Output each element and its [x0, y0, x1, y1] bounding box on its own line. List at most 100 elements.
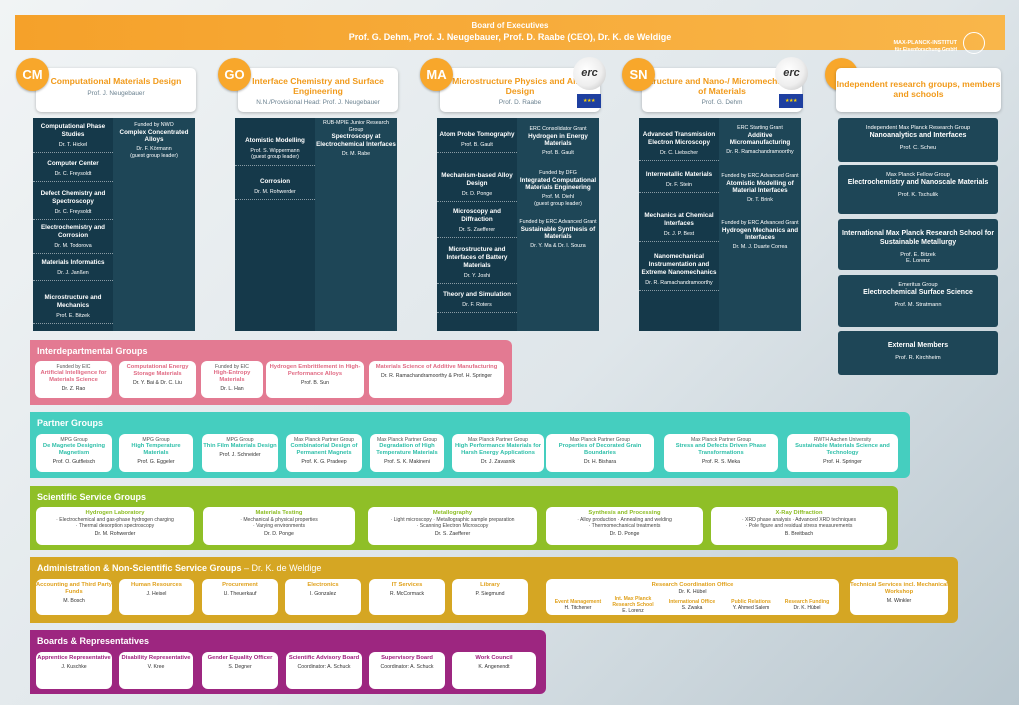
card-person: Dr. M. Rohwerder: [94, 531, 136, 538]
green-card: Hydrogen Laboratory· Electrochemical and…: [36, 507, 194, 545]
green-card: Materials Testing· Mechanical & physical…: [203, 507, 355, 545]
group-person: Dr. D. Ponge: [461, 190, 493, 197]
card-title: X-Ray Diffraction: [775, 510, 823, 516]
admin-title: Administration & Non-Scientific Service …: [37, 563, 321, 573]
dept-head-person: N.N./Provisional Head: Prof. J. Neugebau…: [256, 99, 380, 107]
card-person: Prof. O. Gutfleisch: [52, 459, 96, 466]
group-person: Dr. C. Liebscher: [660, 149, 698, 156]
card-person: M. Winkler: [886, 598, 912, 605]
group-person: Prof. B. Gault: [461, 141, 493, 148]
group-separator: [437, 201, 517, 203]
group-title: Hydrogen Mechanics and Interfaces: [721, 226, 799, 242]
logo-name: MAX-PLANCK-INSTITUT: [893, 40, 957, 46]
card-person: Dr. D. Ponge: [264, 531, 294, 538]
purp-card: Disability Representative V. Kree: [119, 652, 193, 689]
card-person: Dr. Y. Bai & Dr. C. Liu: [132, 380, 183, 387]
card-line: · Thermal desorption spectroscopy: [75, 523, 155, 530]
card-title: Human Resources: [131, 582, 182, 588]
card-title: Computational Energy Storage Materials: [126, 364, 189, 378]
card-person: M. Bosch: [63, 598, 85, 605]
card-person: U. Theuerkauf: [223, 591, 257, 598]
group-person: Dr. C. Freysoldt: [54, 170, 92, 177]
dept-badge-cm: CM: [16, 58, 49, 91]
card-person: J. Kuschke: [61, 664, 87, 671]
independent-box-pre: Emeritus Group: [898, 282, 938, 288]
group-title: Computer Center: [47, 160, 99, 167]
card-person: V. Kree: [147, 664, 165, 671]
group-title: Sustainable Synthesis of Materials: [520, 225, 596, 241]
group-person: Dr. F. Stein: [666, 181, 692, 188]
dept-column-left-cm: [33, 118, 113, 331]
rc-sub-person: Dr. K. Hübel: [793, 605, 821, 612]
gold-card: Technical Services incl. Mechanical Work…: [850, 579, 948, 615]
card-title: Disability Representative: [121, 655, 191, 661]
card-title: Supervisory Board: [381, 655, 433, 661]
independent-box-title: Electrochemistry and Nanoscale Materials: [847, 178, 989, 186]
group-person: Prof. B. Gault: [542, 150, 574, 157]
rc-sub-person: S. Zwaka: [681, 605, 703, 612]
gold-card: Human Resources J. Heisel: [119, 579, 194, 615]
group-title: Materials Informatics: [41, 259, 105, 266]
card-pre: Max Planck Partner Group: [467, 437, 529, 443]
board-of-executives-banner: Board of Executives Prof. G. Dehm, Prof.…: [15, 15, 1005, 54]
dept-column-sn: [639, 118, 801, 331]
card-title: De Magnete Designing Magnetism: [42, 443, 106, 457]
group-title: Nanomechanical Instrumentation and Extre…: [641, 253, 717, 276]
group-funding: ERC Consolidator Grant: [529, 126, 587, 132]
group-separator: [33, 323, 113, 325]
group-title: Defect Chemistry and Spectroscopy: [40, 190, 106, 205]
independent-box-person: Prof. C. Scheu: [899, 144, 937, 151]
group-title: Advanced Transmission Electron Microscop…: [642, 131, 716, 146]
group-person: Dr. R. Ramachandramoorthy: [726, 149, 794, 156]
group-title: Computational Phase Studies: [40, 123, 106, 138]
card-title: High Temperature Materials: [131, 443, 181, 457]
card-title: Stress and Defects Driven Phase Transfor…: [675, 443, 767, 457]
rc-sub-title: Public Relations: [731, 599, 771, 605]
group-funding: Funded by NWO: [134, 122, 174, 128]
group-person: Prof. S. Wippermann: [250, 147, 300, 154]
card-person: J. Heisel: [146, 591, 167, 598]
group-note: (guest group leader): [534, 200, 582, 207]
card-pre: Max Planck Partner Group: [293, 437, 355, 443]
group-title: Microstructure and Interfaces of Battery…: [446, 246, 508, 269]
card-pre: MPG Group: [142, 437, 170, 443]
card-title: Sustainable Materials Science and Techno…: [795, 443, 890, 457]
group-title: Theory and Simulation: [443, 291, 511, 298]
card-person: I. Gonzalez: [309, 591, 337, 598]
independent-box-person2: E. Lorenz: [906, 258, 930, 265]
group-title: Additive Micromanufacturing: [729, 131, 791, 147]
card-person: Dr. D. Ponge: [609, 531, 640, 538]
independent-box-title: Electrochemical Surface Science: [863, 288, 973, 296]
group-title: Integrated Computational Materials Engin…: [519, 176, 597, 192]
group-separator: [235, 199, 315, 201]
card-title: High Performance Materials for Harsh Ene…: [454, 443, 541, 457]
card-title: Artificial Intelligence for Materials Sc…: [40, 370, 107, 384]
rc-sub-title: International Office: [668, 599, 716, 605]
group-funding: Funded by ERC Advanced Grant: [519, 219, 597, 225]
rc-sub-title: Event Management: [554, 599, 602, 605]
rc-sub-person: H. Titchener: [564, 605, 592, 612]
independent-box: International Max Planck Research School…: [838, 219, 998, 270]
group-separator: [437, 152, 517, 154]
card-line: · Mechanical & physical properties: [240, 517, 318, 524]
independent-box-person: Prof. E. Bitzek: [900, 251, 936, 258]
admin-title-text: Administration & Non-Scientific Service …: [37, 563, 242, 573]
